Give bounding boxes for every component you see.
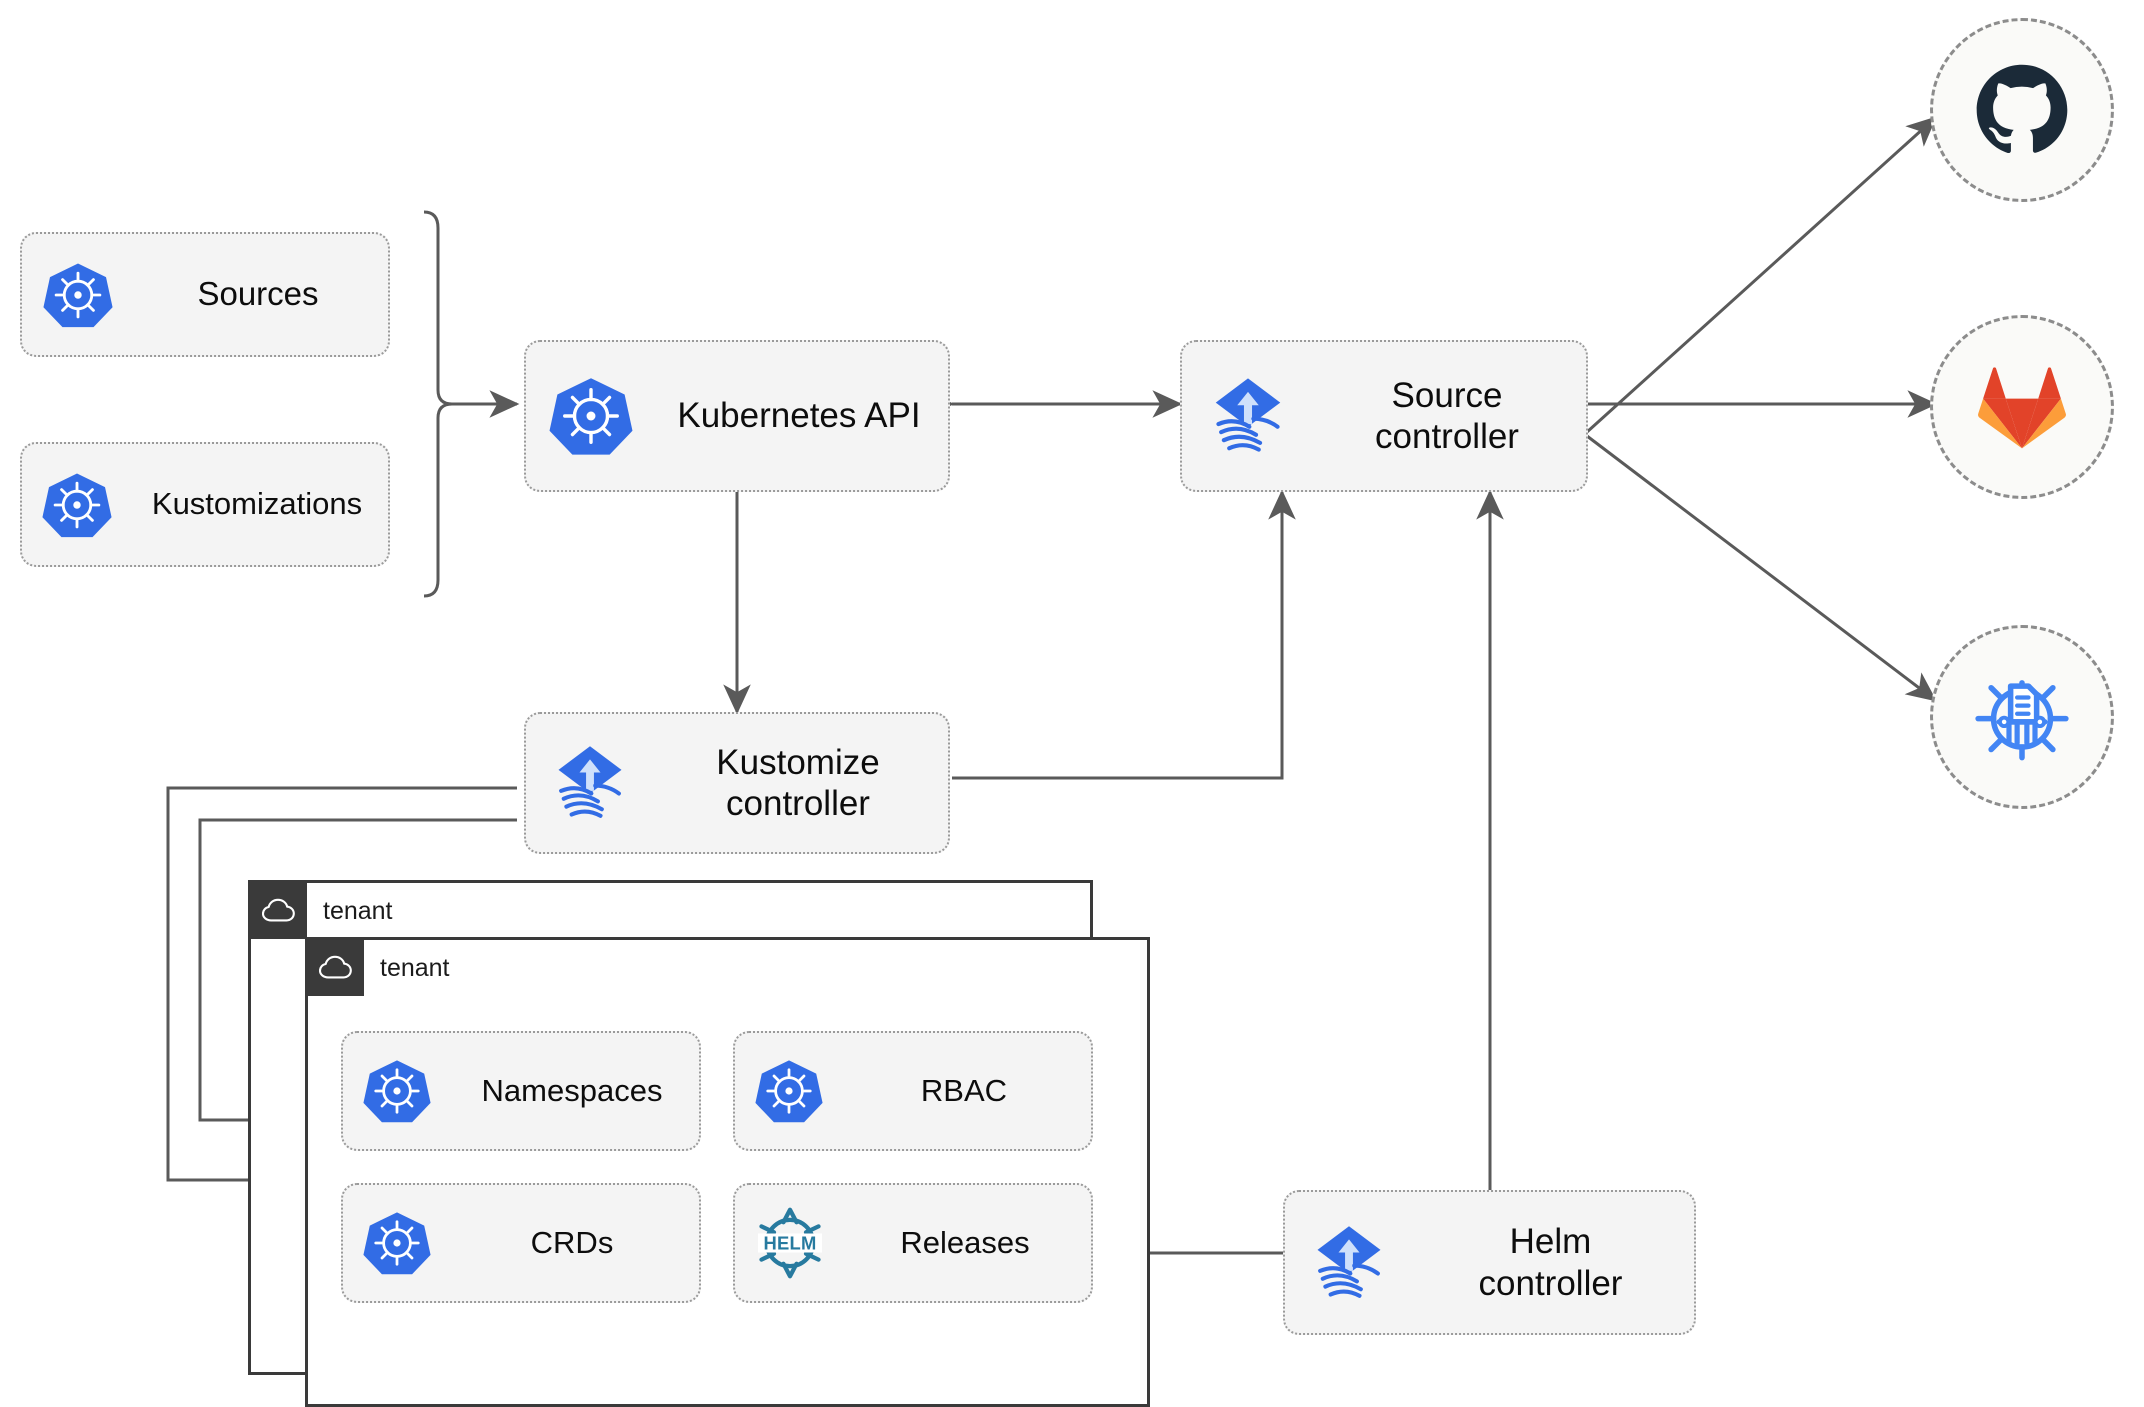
node-label: Kustomize controller	[716, 742, 880, 823]
tenant-header: tenant	[251, 883, 393, 939]
tenant-label: tenant	[323, 896, 393, 925]
node-sources[interactable]: Sources	[20, 232, 390, 357]
tenant-container-inner[interactable]: tenant	[305, 937, 1150, 1407]
tenant-header: tenant	[308, 940, 450, 996]
kubernetes-icon	[343, 1209, 451, 1277]
svg-text:HELM: HELM	[763, 1233, 816, 1254]
edge-source-helmrepo	[1586, 434, 1937, 702]
node-label: Releases	[900, 1224, 1030, 1260]
endpoint-helm-repository[interactable]	[1930, 625, 2114, 809]
flux-icon	[1285, 1221, 1413, 1305]
endpoint-gitlab[interactable]	[1930, 315, 2114, 499]
node-namespaces[interactable]: Namespaces	[341, 1031, 701, 1151]
node-kubernetes-api[interactable]: Kubernetes API	[524, 340, 950, 492]
kubernetes-icon	[526, 374, 656, 458]
node-kustomizations[interactable]: Kustomizations	[20, 442, 390, 567]
node-label: Sources	[197, 275, 319, 313]
helm-icon: HELM	[735, 1205, 845, 1281]
gitlab-icon	[1978, 367, 2066, 449]
tenant-label: tenant	[380, 953, 450, 982]
kubernetes-icon	[22, 470, 132, 540]
kubernetes-icon	[22, 260, 134, 330]
source-bracket	[423, 210, 453, 598]
node-label: Kubernetes API	[677, 396, 921, 436]
node-label: Helm controller	[1478, 1222, 1623, 1303]
node-source-controller[interactable]: Source controller	[1180, 340, 1588, 492]
node-rbac[interactable]: RBAC	[733, 1031, 1093, 1151]
kubernetes-icon	[343, 1057, 451, 1125]
cloud-icon	[308, 940, 364, 996]
node-label: RBAC	[920, 1072, 1008, 1108]
node-label: Kustomizations	[151, 486, 363, 522]
kubernetes-icon	[735, 1057, 843, 1125]
helm-repository-icon	[1975, 680, 2069, 761]
edge-source-github	[1585, 116, 1937, 434]
flux-icon	[1182, 373, 1314, 459]
node-releases[interactable]: HELM Releases	[733, 1183, 1093, 1303]
cloud-icon	[251, 883, 307, 939]
node-label: CRDs	[530, 1224, 614, 1260]
edge-kustomize-source	[952, 489, 1296, 780]
node-crds[interactable]: CRDs	[341, 1183, 701, 1303]
node-label: Namespaces	[481, 1072, 663, 1108]
endpoint-github[interactable]	[1930, 18, 2114, 202]
flux-icon	[526, 741, 654, 825]
node-label: Source controller	[1375, 375, 1519, 456]
node-helm-controller[interactable]: Helm controller	[1283, 1190, 1696, 1335]
node-kustomize-controller[interactable]: Kustomize controller	[524, 712, 950, 854]
github-icon	[1976, 64, 2068, 154]
